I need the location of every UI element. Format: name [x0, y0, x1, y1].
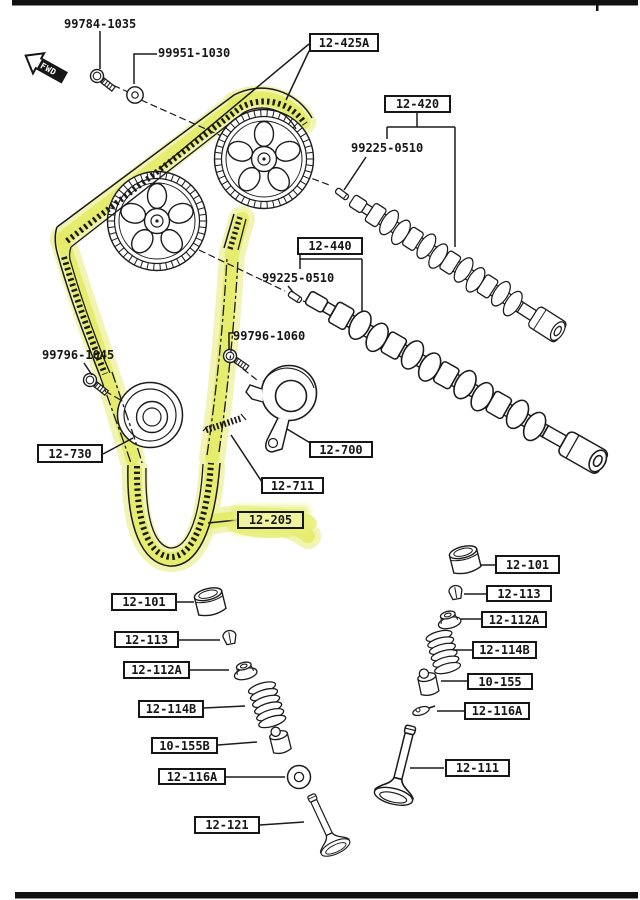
valvetrain-left-parts: [192, 584, 353, 861]
camshaft-pulley-bolt-drawing: [87, 66, 119, 95]
part-label-left-12-101[interactable]: 12-101: [111, 593, 177, 611]
part-label-12-440[interactable]: 12-440: [297, 237, 363, 255]
top-rule: [12, 0, 638, 6]
part-label-right-10-155[interactable]: 10-155: [467, 673, 533, 690]
part-label-99796-1045: 99796-1045: [42, 348, 115, 362]
part-label-right-12-114B[interactable]: 12-114B: [472, 641, 537, 659]
page-rules: [12, 0, 638, 899]
part-label-left-12-113[interactable]: 12-113: [114, 631, 179, 648]
timing-belt-drawing: [54, 87, 313, 567]
bottom-rule: [15, 892, 638, 899]
dowel-pin-upper-drawing: [333, 186, 351, 202]
part-label-12-420[interactable]: 12-420: [384, 95, 451, 113]
part-label-right-12-116A[interactable]: 12-116A: [464, 702, 530, 720]
part-label-right-12-111[interactable]: 12-111: [445, 759, 510, 777]
part-label-left-12-112A[interactable]: 12-112A: [123, 661, 190, 679]
part-label-99784-1035: 99784-1035: [64, 17, 137, 31]
part-label-right-12-101[interactable]: 12-101: [495, 555, 560, 574]
part-label-99796-1060: 99796-1060: [233, 329, 306, 343]
part-label-left-10-155B[interactable]: 10-155B: [151, 737, 218, 754]
part-label-12-730[interactable]: 12-730: [37, 444, 103, 463]
part-label-left-12-114B[interactable]: 12-114B: [138, 700, 204, 718]
part-label-12-700[interactable]: 12-700: [309, 441, 373, 458]
part-label-right-12-112A[interactable]: 12-112A: [481, 611, 547, 628]
belt-tensioner-drawing: [245, 364, 318, 453]
valve-left-drawing: [296, 787, 353, 861]
idler-pulley-drawing: [116, 381, 184, 449]
valvetrain-right-parts: [371, 542, 483, 810]
valve-right-drawing: [371, 720, 431, 810]
part-label-left-12-121[interactable]: 12-121: [194, 816, 260, 834]
part-label-99225-0510-lower: 99225-0510: [262, 271, 335, 285]
part-label-right-12-113[interactable]: 12-113: [486, 585, 552, 602]
part-label-99951-1030: 99951-1030: [158, 46, 231, 60]
tensioner-spring-drawing: [202, 413, 247, 434]
part-label-12-711[interactable]: 12-711: [261, 477, 324, 494]
part-label-12-205-highlighted[interactable]: 12-205: [237, 511, 304, 529]
washer-drawing: [126, 86, 144, 104]
camshaft-sprocket-left-drawing: [106, 170, 208, 272]
dowel-pin-lower-drawing: [286, 290, 304, 304]
fwd-arrow: FWD: [24, 52, 68, 84]
part-label-left-12-116A[interactable]: 12-116A: [158, 768, 226, 785]
part-label-12-425A[interactable]: 12-425A: [309, 33, 379, 52]
spring-seat-washer-drawing: [286, 764, 312, 790]
exhaust-camshaft-drawing: [343, 186, 571, 348]
part-label-99225-0510-upper: 99225-0510: [351, 141, 424, 155]
valve-cotter-drawing: [412, 705, 436, 717]
leader-lines: [83, 31, 495, 826]
